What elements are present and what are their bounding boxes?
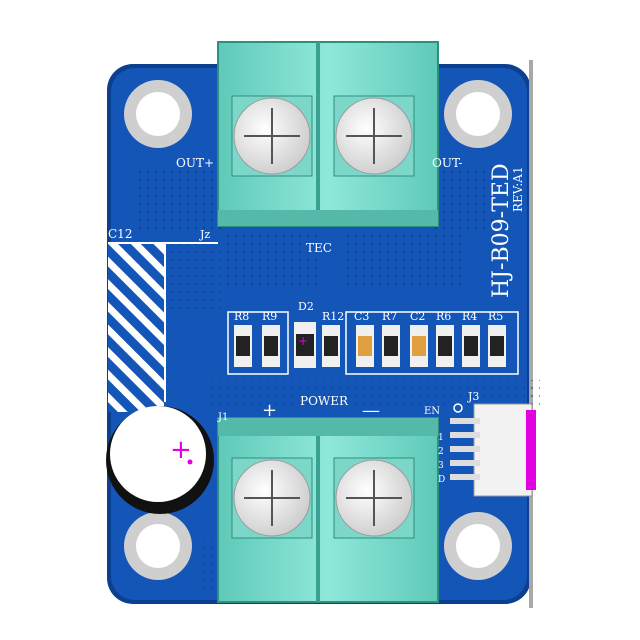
svg-text:+: + <box>170 435 192 465</box>
silk-power: POWER <box>300 394 349 408</box>
electrolytic-capacitor: + <box>106 406 214 514</box>
label-r12: R12 <box>322 310 344 323</box>
label-r7: R7 <box>382 310 397 323</box>
component-labels: R8 R9 R12 C3 R7 C2 R6 R4 R5 <box>234 310 503 323</box>
label-r4: R4 <box>462 310 477 323</box>
label-r8: R8 <box>234 310 249 323</box>
connector-j3 <box>450 403 536 497</box>
mounting-hole-bottom-left <box>124 512 192 580</box>
capacitor-c12-footprint <box>108 242 218 412</box>
silk-pin-2: 2 <box>438 447 444 457</box>
mounting-hole-bottom-right <box>444 512 512 580</box>
silk-out-minus: OUT- <box>432 156 462 170</box>
silk-c12: C12 <box>108 227 132 241</box>
silk-en: EN <box>424 406 440 417</box>
silk-pin-1: 1 <box>438 433 444 443</box>
silk-jz: Jz <box>199 228 210 241</box>
silk-pin-4: D <box>438 475 445 485</box>
screw-power-minus <box>335 459 413 537</box>
silk-d2: D2 <box>298 300 314 313</box>
screw-out-minus <box>335 97 413 175</box>
silk-minus: — <box>362 400 380 421</box>
mounting-hole-top-left <box>124 80 192 148</box>
board-name: HJ-B09-TED <box>489 163 514 298</box>
silk-out-plus: OUT+ <box>176 156 214 170</box>
label-c3: C3 <box>354 310 369 323</box>
svg-text:+: + <box>298 334 308 348</box>
screw-out-plus <box>233 97 311 175</box>
silk-pin-3: 3 <box>438 461 444 471</box>
silk-j1: J1 <box>217 412 228 423</box>
silk-tec: TEC <box>306 241 332 255</box>
mounting-hole-top-right <box>444 80 512 148</box>
silk-j3: J3 <box>467 390 479 403</box>
label-r9: R9 <box>262 310 277 323</box>
smd-components: + <box>227 311 519 375</box>
label-r6: R6 <box>436 310 451 323</box>
label-r5: R5 <box>488 310 503 323</box>
label-c2: C2 <box>410 310 425 323</box>
screw-power-plus <box>233 459 311 537</box>
silk-plus: + <box>262 400 277 421</box>
board-revision: REV:A1 <box>511 166 525 212</box>
